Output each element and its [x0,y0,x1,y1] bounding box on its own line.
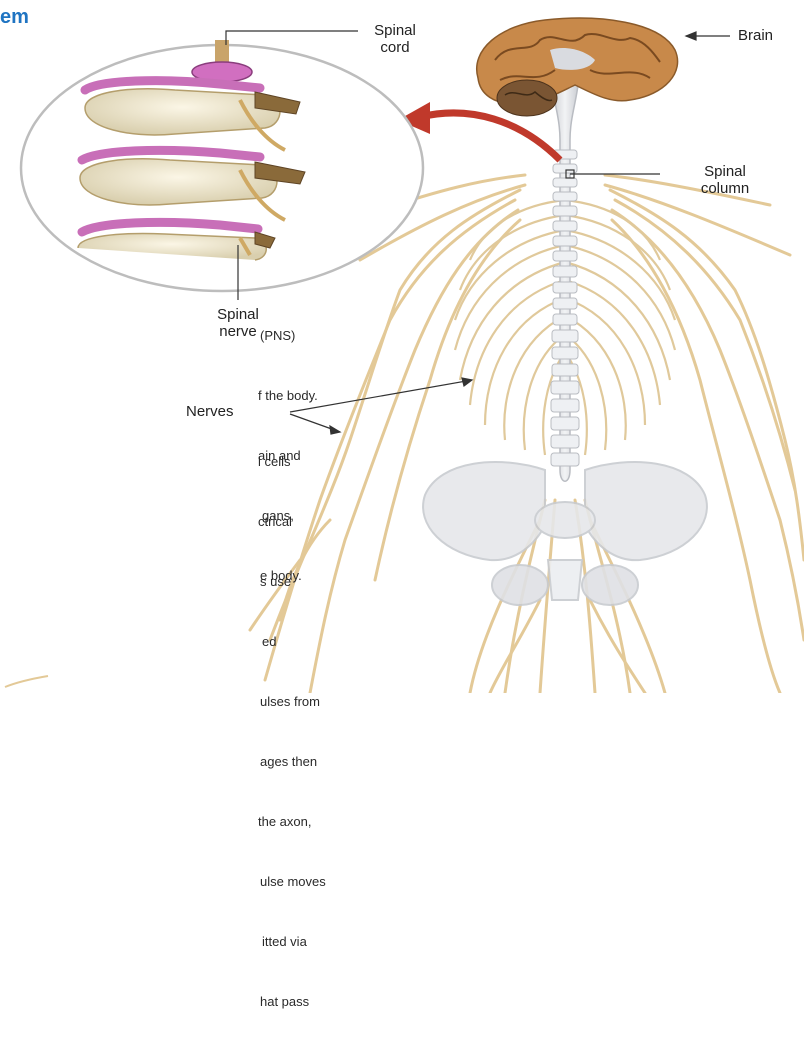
text-line: hat pass [0,992,326,1012]
label-spinal-column-line1: Spinal [670,163,780,180]
label-spinal-cord-line1: Spinal [360,22,430,39]
vertebrae [551,150,579,466]
label-spinal-cord: Spinal cord [360,22,430,56]
vertebrae-closeup-inset [21,40,423,291]
text-line: ulses from [0,692,326,712]
label-spinal-column: Spinal column [670,163,780,197]
label-spinal-cord-line2: cord [360,39,430,56]
label-brain: Brain [738,27,804,44]
pelvis [423,462,707,605]
label-spinal-column-line2: column [670,180,780,197]
text-line: ages then [0,752,326,772]
text-line: ed [0,632,326,652]
text-line: l cells [0,452,326,472]
text-line: ctrical [0,512,326,532]
text-line: s use [0,572,326,592]
nervous-system-diagram: em [0,0,804,693]
text-line: the axon, [0,812,326,832]
text-line: ulse moves [0,872,326,892]
text-line: itted via [0,932,326,952]
text-line: f the body. [0,386,318,406]
text-line: (PNS) [0,326,318,346]
brain-illustration [477,18,678,116]
body-text-block-2: l cells ctrical s use ed ulses from ages… [0,412,326,1052]
